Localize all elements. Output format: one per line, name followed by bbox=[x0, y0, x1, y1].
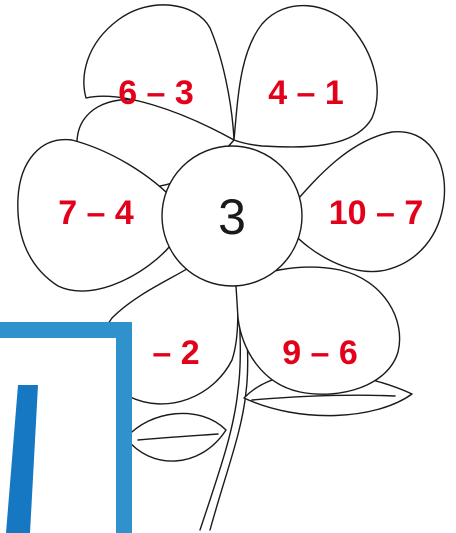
center-number: 3 bbox=[218, 189, 246, 245]
petal-text-bottom-right: 9 – 6 bbox=[282, 334, 358, 372]
petal-text-left: 7 – 4 bbox=[58, 194, 134, 232]
petal-bottom-right bbox=[236, 267, 400, 394]
petal-text-top-right: 4 – 1 bbox=[268, 74, 344, 112]
petal-text-top-left: 6 – 3 bbox=[118, 74, 194, 112]
petal-text-bottom-left: – 2 bbox=[152, 334, 199, 372]
petal-text-right: 10 – 7 bbox=[329, 194, 424, 232]
blue-frame-icon bbox=[0, 330, 124, 533]
